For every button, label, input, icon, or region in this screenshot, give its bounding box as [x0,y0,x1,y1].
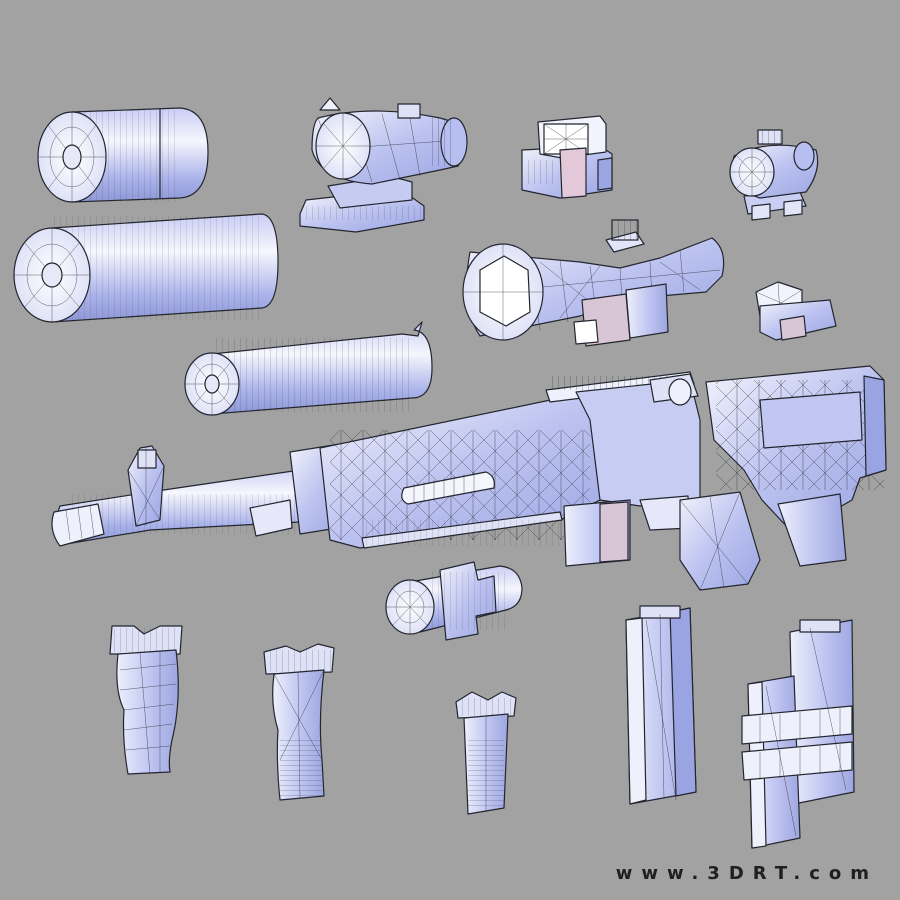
scope-variable-power [462,219,725,347]
sight-holographic [521,115,613,199]
suppressor-short [37,107,209,203]
suppressor-ribbed [184,321,433,416]
watermark-text: www.3DRT.com [615,863,878,884]
flashlight [385,561,523,641]
suppressor-long [13,213,279,323]
vertical-grip-1 [109,625,183,775]
scope-acog [299,97,468,233]
magazine-coupled [741,619,855,849]
vertical-grip-2 [263,643,335,801]
vertical-grip-3 [455,691,517,815]
sight-mini-reflex [755,281,837,341]
sight-red-dot [729,129,819,221]
rifle-m14-ebr [51,365,887,591]
magazine-single [625,605,697,805]
